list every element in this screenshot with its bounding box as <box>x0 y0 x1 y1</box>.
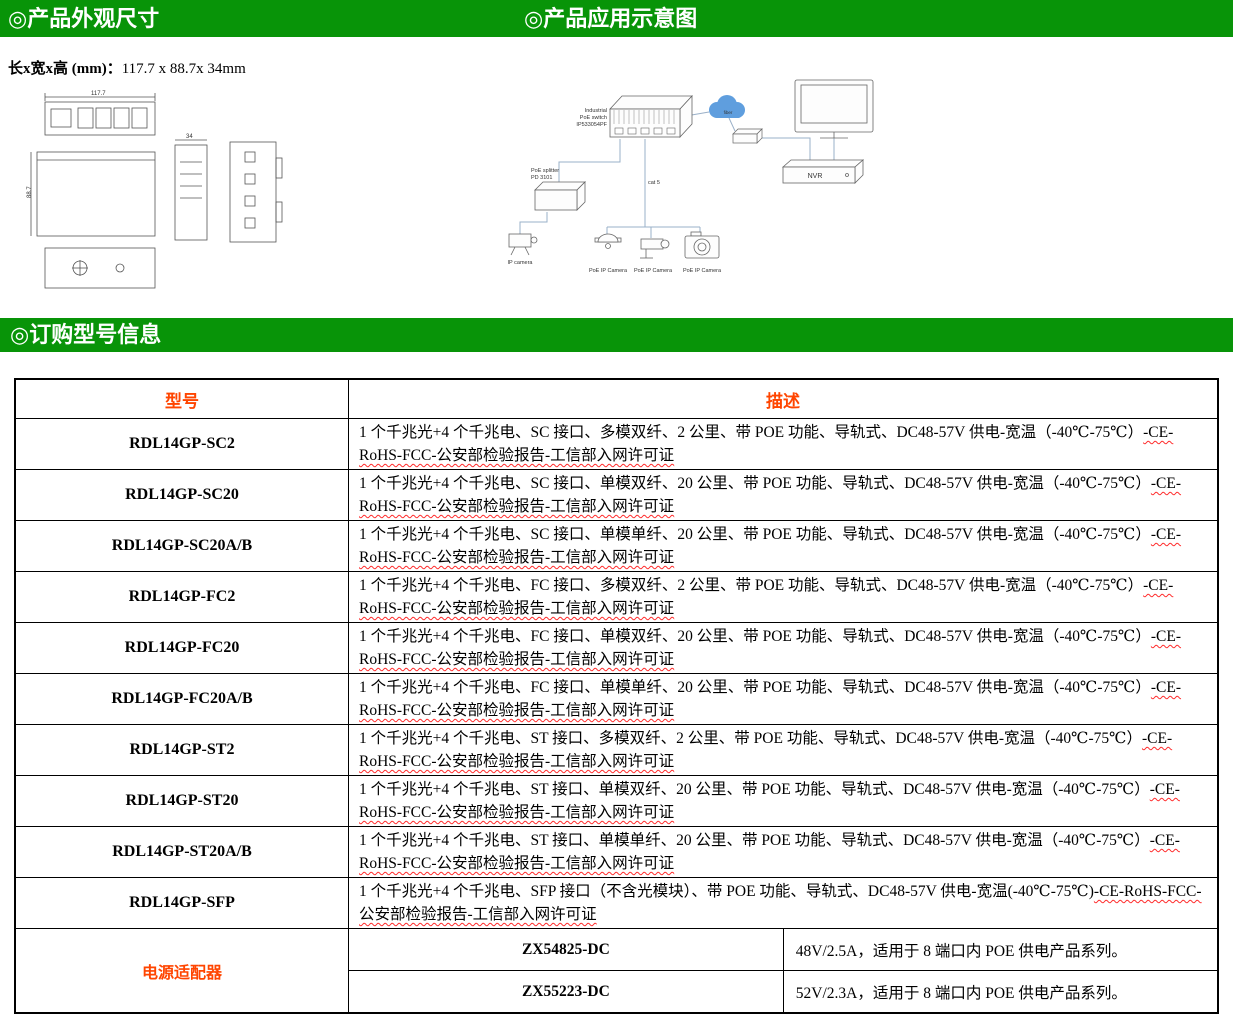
adapter-model-cell: ZX55223-DC <box>348 970 784 1014</box>
table-row: RDL14GP-SC20A/B 1 个千兆光+4 个千兆电、SC 接口、单模单纤… <box>14 520 1219 572</box>
description-cell: 1 个千兆光+4 个千兆电、FC 接口、多模双纤、2 公里、带 POE 功能、导… <box>348 571 1219 623</box>
splitter-label-line1: PoE splitter <box>531 168 559 174</box>
fiber-cloud-icon: fiber <box>709 95 745 118</box>
table-row: RDL14GP-ST2 1 个千兆光+4 个千兆电、ST 接口、多模双纤、2 公… <box>14 724 1219 776</box>
description-cert-text: -CE-RoHS-FCC-公安部检验报告-工信部入网许可证 <box>359 781 1180 821</box>
poe-camera-label-2: PoE IP Camera <box>634 268 673 274</box>
table-row-adapter: ZX55223-DC 52V/2.3A，适用于 8 端口内 POE 供电产品系列… <box>15 970 1219 1014</box>
description-cert-text: -CE-RoHS-FCC-公安部检验报告-工信部入网许可证 <box>359 628 1182 668</box>
table-row: RDL14GP-FC20 1 个千兆光+4 个千兆电、FC 接口、单模双纤、20… <box>14 622 1219 674</box>
description-cert-text: -CE-RoHS-FCC-公安部检验报告-工信部入网许可证 <box>359 526 1182 566</box>
description-cell: 1 个千兆光+4 个千兆电、FC 接口、单模双纤、20 公里、带 POE 功能、… <box>348 622 1219 674</box>
adapter-model-cell: ZX54825-DC <box>348 928 784 971</box>
technical-drawing: 117.7 88.7 34 <box>25 90 315 300</box>
cat5-label: cat 5 <box>648 180 660 186</box>
dim-height-label: 88.7 <box>27 186 33 198</box>
dim-length-label: 117.7 <box>91 91 106 97</box>
adapter-label-cell: 电源适配器 <box>14 928 349 1014</box>
model-cell: RDL14GP-ST20 <box>14 775 349 827</box>
nvr-label: NVR <box>808 173 823 180</box>
model-cell: RDL14GP-FC20 <box>14 622 349 674</box>
description-cell: 1 个千兆光+4 个千兆电、SC 接口、单模双纤、20 公里、带 POE 功能、… <box>348 469 1219 521</box>
dslr-camera-icon: PoE IP Camera <box>683 231 722 274</box>
model-cell: RDL14GP-SFP <box>14 877 349 929</box>
description-cell: 1 个千兆光+4 个千兆电、ST 接口、单模单纤、20 公里、带 POE 功能、… <box>348 826 1219 878</box>
splitter-label-line2: PD 3101 <box>531 175 552 181</box>
switch-label-line1: Industrial <box>585 108 607 114</box>
description-text: 1 个千兆光+4 个千兆电、FC 接口、单模单纤、20 公里、带 POE 功能、… <box>359 679 1151 696</box>
description-text: 1 个千兆光+4 个千兆电、SC 接口、多模双纤、2 公里、带 POE 功能、导… <box>359 424 1144 441</box>
monitor-icon <box>794 79 874 139</box>
dome-camera-icon: PoE IP Camera <box>589 233 628 274</box>
ordering-header-bar: ◎订购型号信息 <box>0 318 1233 352</box>
switch-label-line2: PoE switch <box>580 115 607 121</box>
adapter-description-cell: 52V/2.3A，适用于 8 端口内 POE 供电产品系列。 <box>782 970 1219 1014</box>
technical-drawing-svg: 117.7 88.7 34 <box>27 91 283 289</box>
application-diagram: cat 5 Industrial P <box>495 72 895 300</box>
poe-splitter-icon: PoE splitter PD 3101 <box>531 168 586 211</box>
ordering-table: 型号 描述 RDL14GP-SC2 1 个千兆光+4 个千兆电、SC 接口、多模… <box>14 378 1219 1014</box>
description-text: 1 个千兆光+4 个千兆电、SC 接口、单模单纤、20 公里、带 POE 功能、… <box>359 526 1151 543</box>
description-text: 1 个千兆光+4 个千兆电、ST 接口、单模双纤、20 公里、带 POE 功能、… <box>359 781 1150 798</box>
media-converter-icon <box>732 128 763 144</box>
column-header-description: 描述 <box>348 378 1219 419</box>
description-text: 1 个千兆光+4 个千兆电、FC 接口、多模双纤、2 公里、带 POE 功能、导… <box>359 577 1144 594</box>
description-cell: 1 个千兆光+4 个千兆电、ST 接口、多模双纤、2 公里、带 POE 功能、导… <box>348 724 1219 776</box>
section-title-application: ◎产品应用示意图 <box>524 6 698 31</box>
model-cell: RDL14GP-SC20 <box>14 469 349 521</box>
table-row: RDL14GP-ST20 1 个千兆光+4 个千兆电、ST 接口、单模双纤、20… <box>14 775 1219 827</box>
dimensions-line: 长x宽x高 (mm)：117.7 x 88.7x 34mm <box>8 57 246 78</box>
description-cert-text: -CE-RoHS-FCC-公安部检验报告-工信部入网许可证 <box>359 883 1202 923</box>
table-row-adapter: 电源适配器 ZX54825-DC 48V/2.5A，适用于 8 端口内 POE … <box>14 928 1219 1014</box>
table-row: RDL14GP-FC20A/B 1 个千兆光+4 个千兆电、FC 接口、单模单纤… <box>14 673 1219 725</box>
cloud-label: fiber <box>724 110 733 115</box>
model-cell: RDL14GP-SC2 <box>14 418 349 470</box>
model-cell: RDL14GP-ST2 <box>14 724 349 776</box>
application-diagram-svg: cat 5 Industrial P <box>508 79 874 274</box>
dimensions-value: 117.7 x 88.7x 34mm <box>121 61 246 77</box>
description-cell: 1 个千兆光+4 个千兆电、SFP 接口（不含光模块）、带 POE 功能、导轨式… <box>348 877 1219 929</box>
poe-switch-icon: Industrial PoE switch IP533054PF <box>576 94 693 139</box>
model-cell: RDL14GP-ST20A/B <box>14 826 349 878</box>
poe-camera-label-3: PoE IP Camera <box>683 268 722 274</box>
bullet-camera-icon: PoE IP Camera <box>634 238 673 274</box>
description-cert-text: -CE-RoHS-FCC-公安部检验报告-工信部入网许可证 <box>359 475 1182 515</box>
adapter-description-cell: 48V/2.5A，适用于 8 端口内 POE 供电产品系列。 <box>782 928 1219 971</box>
table-row: RDL14GP-SFP 1 个千兆光+4 个千兆电、SFP 接口（不含光模块）、… <box>14 877 1219 929</box>
description-cell: 1 个千兆光+4 个千兆电、SC 接口、单模单纤、20 公里、带 POE 功能、… <box>348 520 1219 572</box>
description-text: 1 个千兆光+4 个千兆电、SFP 接口（不含光模块）、带 POE 功能、导轨式… <box>359 883 1094 900</box>
description-text: 1 个千兆光+4 个千兆电、ST 接口、多模双纤、2 公里、带 POE 功能、导… <box>359 730 1142 747</box>
description-cert-text: -CE-RoHS-FCC-公安部检验报告-工信部入网许可证 <box>359 424 1174 464</box>
table-row: RDL14GP-SC2 1 个千兆光+4 个千兆电、SC 接口、多模双纤、2 公… <box>14 418 1219 470</box>
nvr-icon: NVR <box>781 159 865 184</box>
section-title-ordering: ◎订购型号信息 <box>10 322 162 347</box>
switch-label-line3: IP533054PF <box>576 122 607 128</box>
model-cell: RDL14GP-SC20A/B <box>14 520 349 572</box>
poe-camera-label-1: PoE IP Camera <box>589 268 628 274</box>
description-cert-text: -CE-RoHS-FCC-公安部检验报告-工信部入网许可证 <box>359 730 1173 770</box>
description-cell: 1 个千兆光+4 个千兆电、FC 接口、单模单纤、20 公里、带 POE 功能、… <box>348 673 1219 725</box>
dimensions-label: 长x宽x高 (mm)： <box>8 61 122 77</box>
description-text: 1 个千兆光+4 个千兆电、FC 接口、单模双纤、20 公里、带 POE 功能、… <box>359 628 1151 645</box>
ip-camera-label: IP camera <box>508 260 534 266</box>
top-header-bar: ◎产品外观尺寸 ◎产品应用示意图 <box>0 0 1233 37</box>
description-text: 1 个千兆光+4 个千兆电、ST 接口、单模单纤、20 公里、带 POE 功能、… <box>359 832 1150 849</box>
section-title-appearance: ◎产品外观尺寸 <box>8 6 160 31</box>
description-cert-text: -CE-RoHS-FCC-公安部检验报告-工信部入网许可证 <box>359 679 1182 719</box>
table-header-row: 型号 描述 <box>14 378 1219 419</box>
dim-depth-label: 34 <box>186 134 193 140</box>
description-cell: 1 个千兆光+4 个千兆电、SC 接口、多模双纤、2 公里、带 POE 功能、导… <box>348 418 1219 470</box>
column-header-model: 型号 <box>14 378 349 419</box>
model-cell: RDL14GP-FC20A/B <box>14 673 349 725</box>
model-cell: RDL14GP-FC2 <box>14 571 349 623</box>
description-cell: 1 个千兆光+4 个千兆电、ST 接口、单模双纤、20 公里、带 POE 功能、… <box>348 775 1219 827</box>
table-row: RDL14GP-ST20A/B 1 个千兆光+4 个千兆电、ST 接口、单模单纤… <box>14 826 1219 878</box>
description-cert-text: -CE-RoHS-FCC-公安部检验报告-工信部入网许可证 <box>359 577 1174 617</box>
ip-camera-icon: IP camera <box>508 233 538 266</box>
description-text: 1 个千兆光+4 个千兆电、SC 接口、单模双纤、20 公里、带 POE 功能、… <box>359 475 1151 492</box>
table-row: RDL14GP-FC2 1 个千兆光+4 个千兆电、FC 接口、多模双纤、2 公… <box>14 571 1219 623</box>
description-cert-text: -CE-RoHS-FCC-公安部检验报告-工信部入网许可证 <box>359 832 1180 872</box>
table-row: RDL14GP-SC20 1 个千兆光+4 个千兆电、SC 接口、单模双纤、20… <box>14 469 1219 521</box>
